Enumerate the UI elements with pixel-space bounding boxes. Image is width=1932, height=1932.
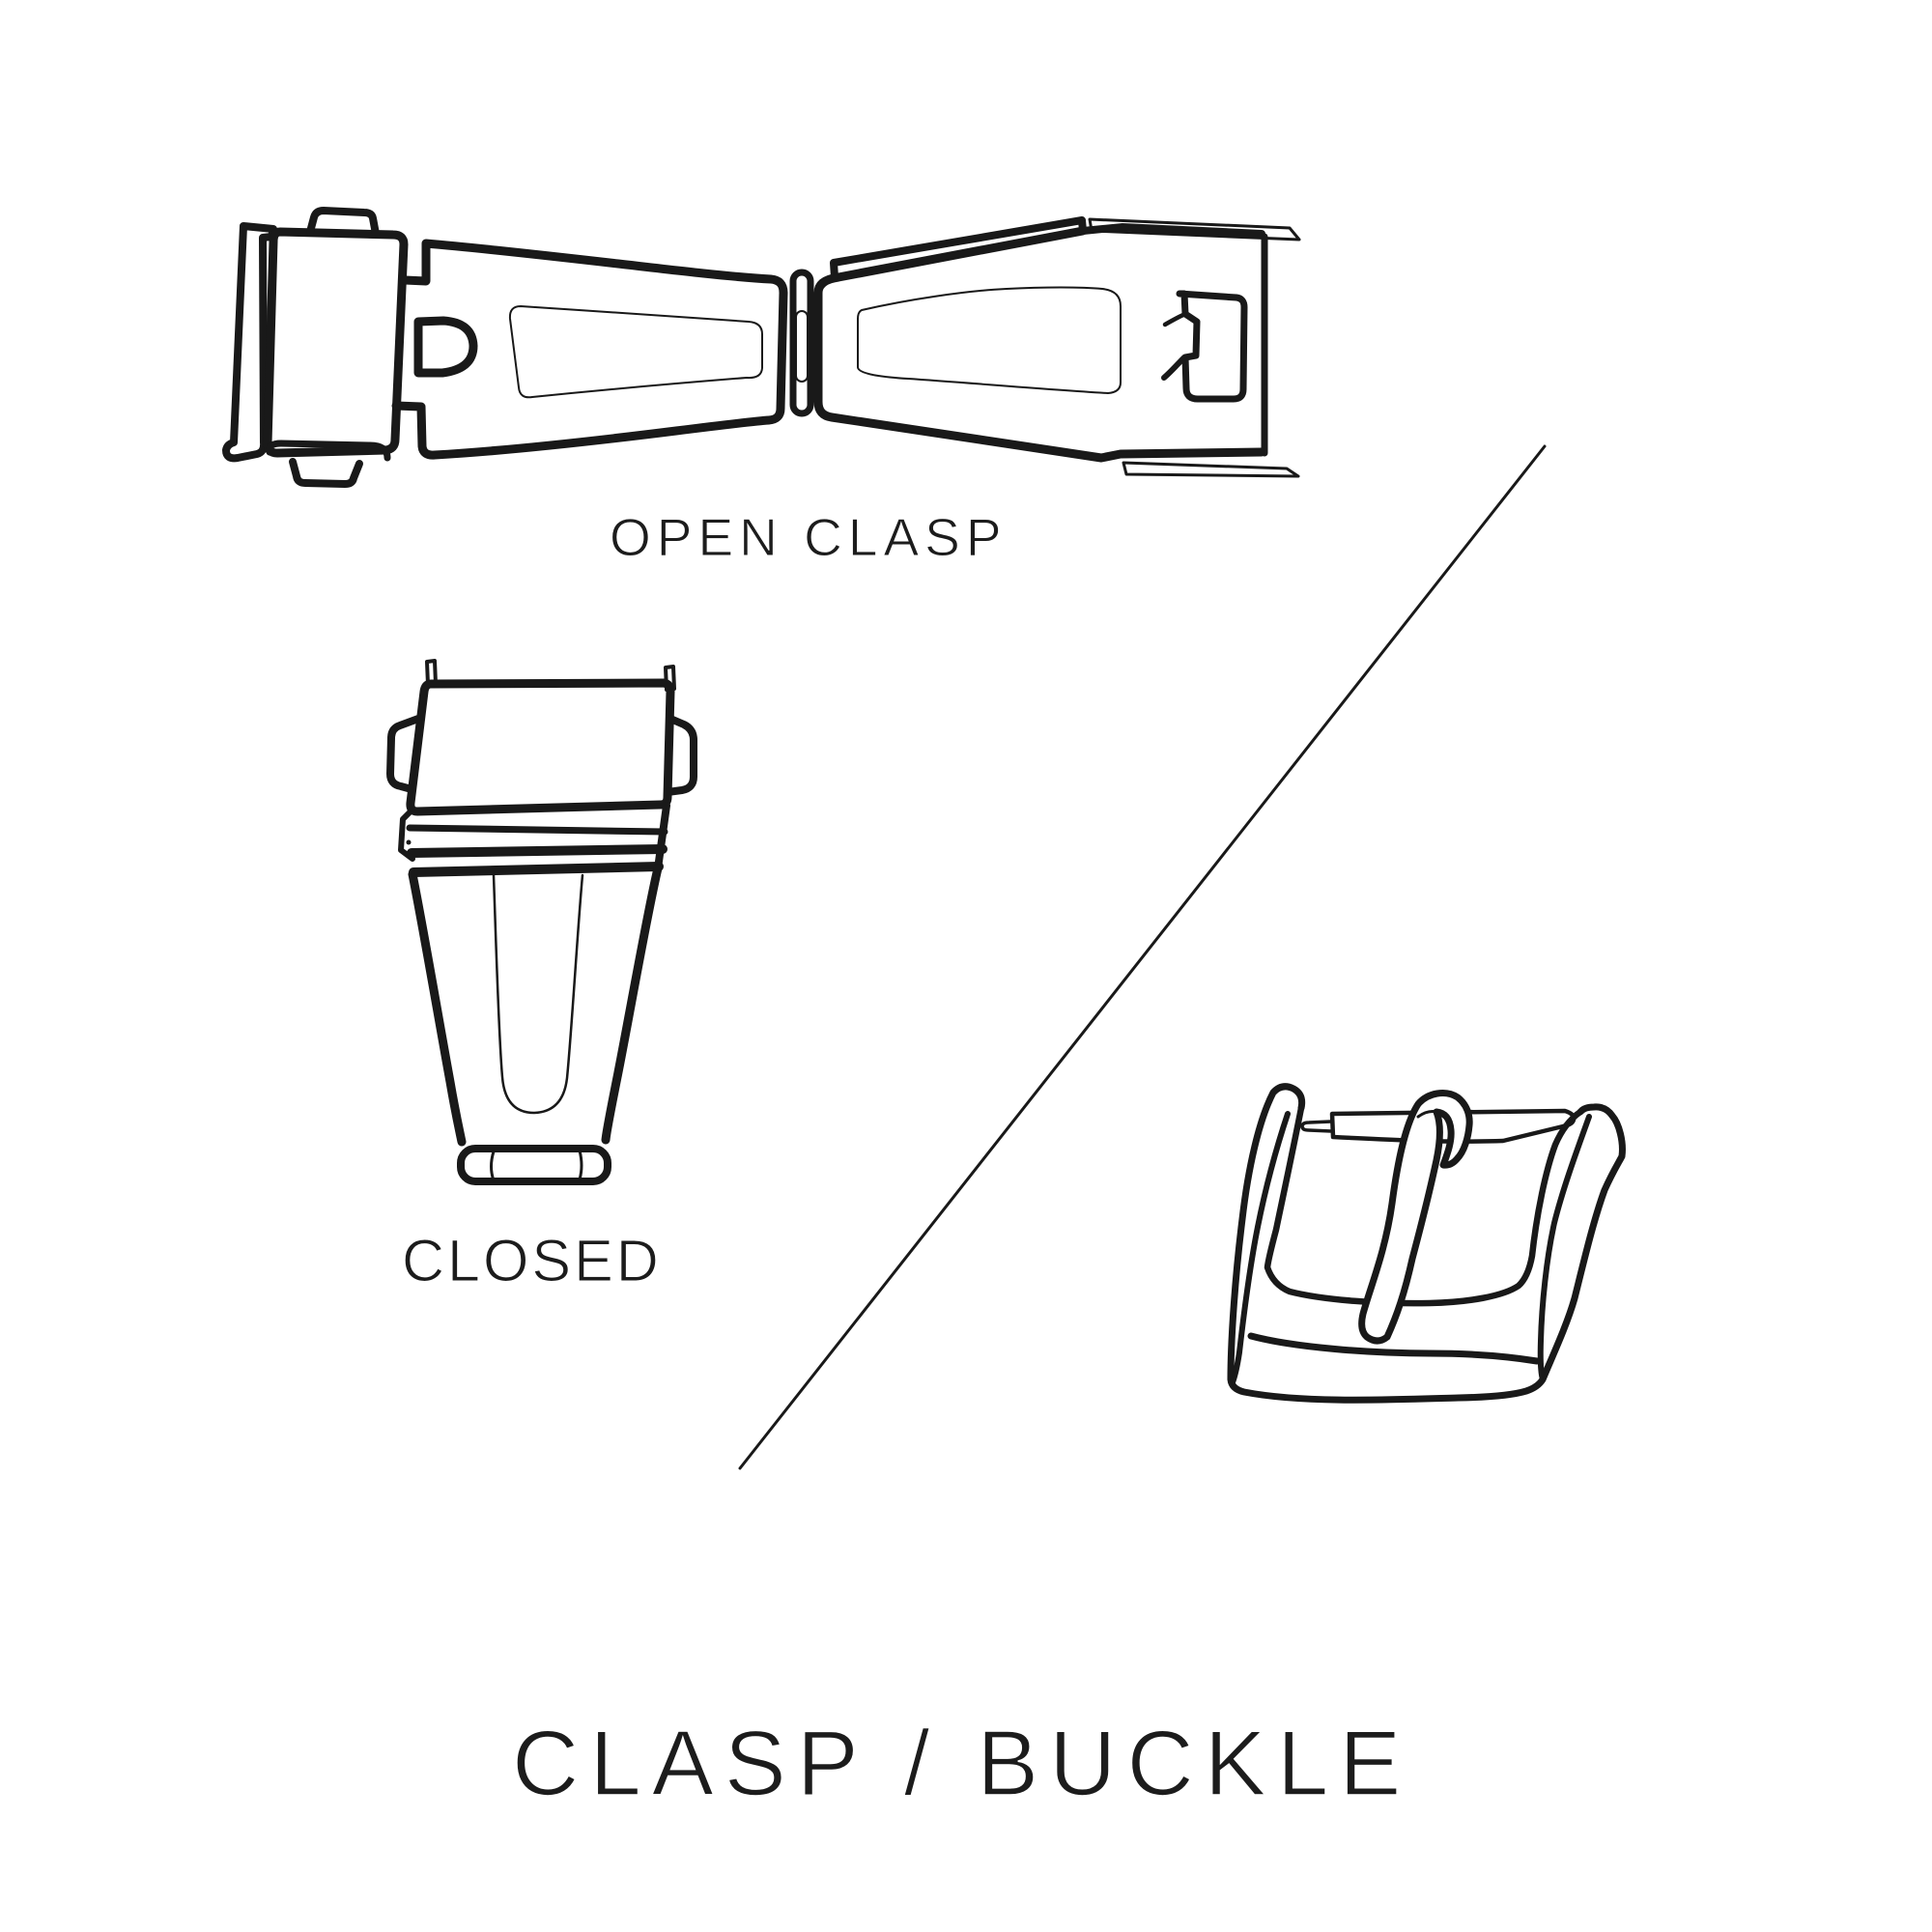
svg-text:CLOSED: CLOSED [402, 1228, 662, 1293]
svg-text:CLASP / BUCKLE: CLASP / BUCKLE [512, 1712, 1411, 1815]
svg-text:OPEN CLASP: OPEN CLASP [610, 507, 1008, 567]
